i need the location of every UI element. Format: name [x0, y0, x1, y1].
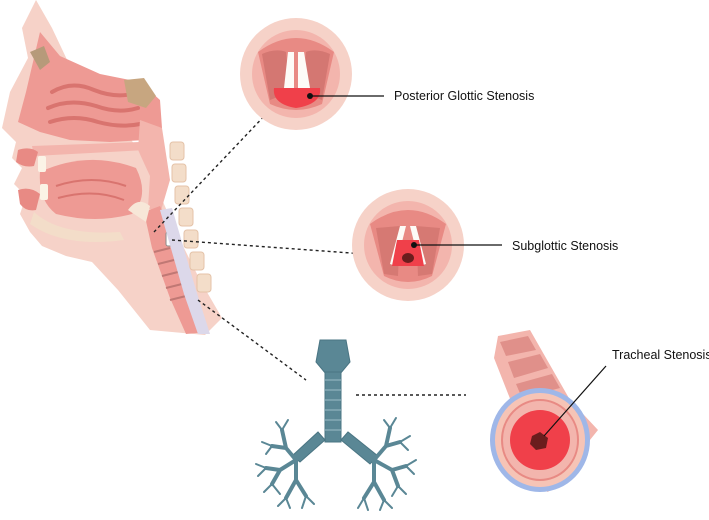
epiglottis — [128, 201, 150, 222]
bronchial-branches — [264, 426, 408, 502]
tracheal-lesion — [530, 432, 548, 450]
lower-teeth — [40, 184, 48, 200]
subglottic-view — [352, 189, 502, 301]
sinus-bone — [30, 46, 50, 70]
connector-tracheal — [197, 299, 307, 381]
sphenoid-sinus — [124, 78, 156, 108]
tracheal-leader — [543, 365, 607, 437]
posterior-glottic-stenosis-region — [273, 88, 321, 108]
label-subglottic-stenosis: Subglottic Stenosis — [512, 239, 618, 253]
tongue-muscle-lines — [55, 179, 127, 201]
lower-lip — [18, 188, 40, 211]
tongue — [39, 159, 143, 219]
hard-palate — [32, 142, 146, 156]
trachea-cartilage-rings — [500, 336, 560, 398]
label-tracheal-stenosis: Tracheal Stenosis — [612, 348, 709, 362]
upper-teeth — [38, 156, 46, 172]
head-sagittal-illustration — [2, 0, 222, 335]
connector-posterior-glottic — [153, 109, 271, 233]
bronchial-twigs — [255, 417, 417, 511]
posterior-glottic-view — [240, 18, 384, 130]
pharynx — [138, 120, 170, 214]
label-posterior-glottic-stenosis: Posterior Glottic Stenosis — [394, 89, 534, 103]
dashed-connectors — [153, 109, 466, 396]
bronchial-tree-illustration — [291, 339, 379, 465]
nasal-turbinates — [46, 83, 142, 128]
tracheal-rings — [153, 247, 187, 301]
trachea-segment-illustration — [490, 330, 607, 492]
cervical-vertebrae — [169, 141, 212, 293]
mandible — [30, 212, 124, 242]
connector-subglottic — [171, 239, 393, 257]
subglottic-lesion — [402, 253, 414, 263]
upper-lip — [16, 148, 38, 167]
